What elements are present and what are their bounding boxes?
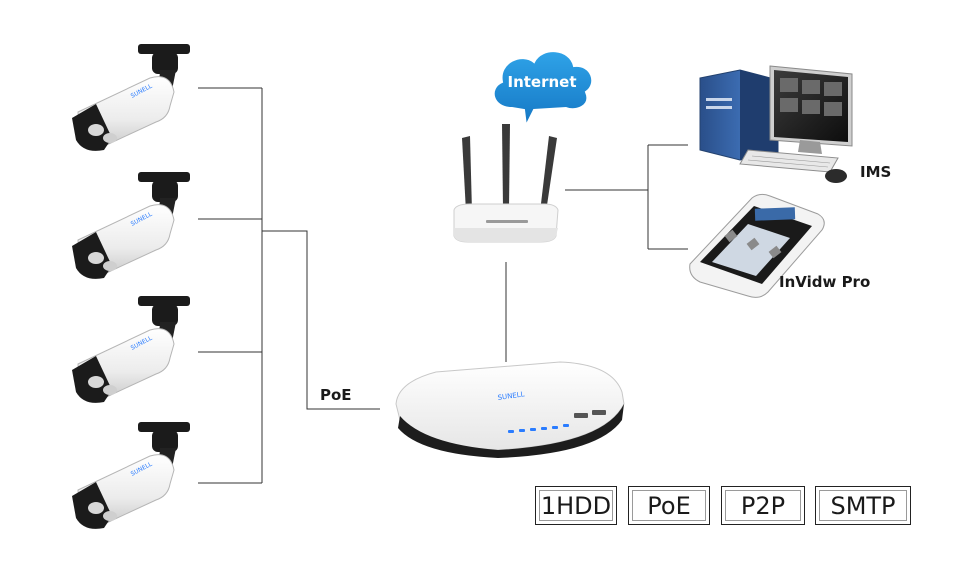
ip-camera-3: SUNELL [72,296,190,403]
ip-camera-2: SUNELL [72,172,190,279]
svg-text:SUNELL: SUNELL [497,390,525,402]
ims-client-label: IMS [860,163,892,181]
feature-badge-hdd: 1HDD [535,486,617,525]
desktop-computer-icon [699,65,853,183]
feature-badge-poe: PoE [628,486,710,525]
wifi-router-icon [453,124,559,243]
connection-lines [198,87,688,484]
ip-camera-1: SUNELL [72,44,190,151]
poe-cable [262,230,380,410]
internet-label: Internet [507,73,577,91]
nvr-recorder-icon: SUNELL [395,361,625,458]
smartphone-icon [689,193,825,298]
internet-cloud-icon [492,50,594,130]
mobile-app-label: InVidw Pro [779,273,871,291]
feature-badge-p2p: P2P [721,486,805,525]
poe-connection-label: PoE [320,386,352,404]
ip-camera-4: SUNELL [72,422,190,529]
feature-badge-smtp: SMTP [815,486,911,525]
